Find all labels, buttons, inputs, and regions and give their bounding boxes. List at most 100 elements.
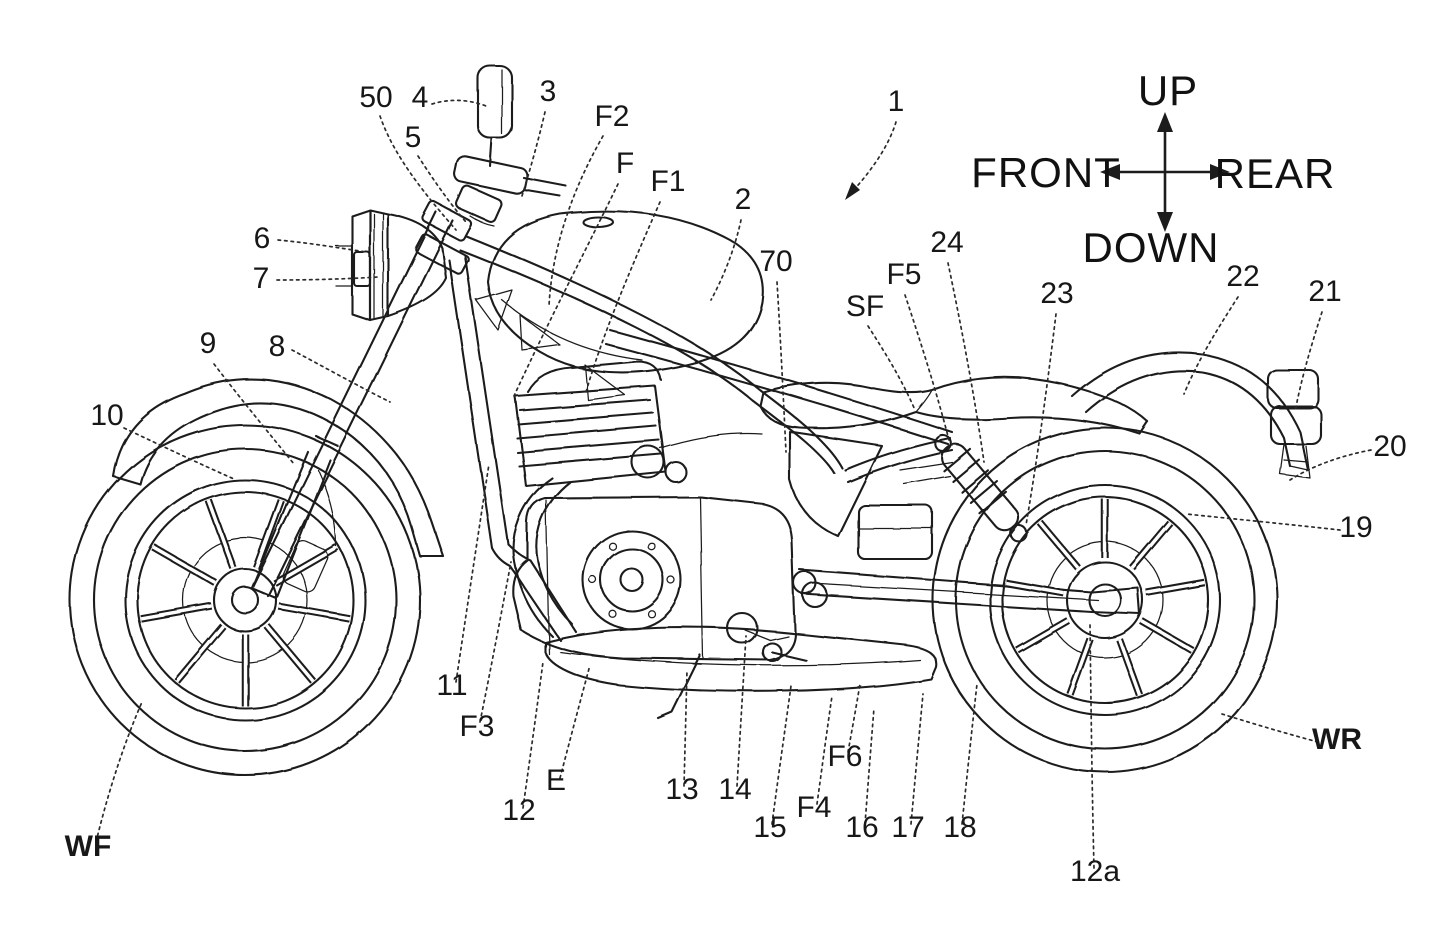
leader-23 bbox=[1025, 313, 1057, 526]
leader-15 bbox=[771, 685, 792, 825]
leader-5 bbox=[417, 155, 467, 223]
compass-up-arrow bbox=[1157, 112, 1173, 132]
leader-F5 bbox=[904, 294, 950, 441]
leader-F1 bbox=[585, 201, 661, 393]
ref-label-2: 2 bbox=[735, 183, 752, 216]
leader-10 bbox=[123, 427, 235, 480]
ref-label-23: 23 bbox=[1040, 277, 1073, 310]
leader-18 bbox=[961, 683, 978, 825]
rear-fender bbox=[1070, 351, 1310, 472]
leader-22 bbox=[1183, 296, 1239, 395]
leader-F4 bbox=[816, 695, 833, 805]
compass-label-up: UP bbox=[1138, 67, 1198, 114]
leader-50 bbox=[379, 115, 457, 231]
leader-8 bbox=[291, 349, 391, 403]
leader-13 bbox=[683, 669, 688, 787]
ref-label-22: 22 bbox=[1226, 260, 1259, 293]
ref-label-18: 18 bbox=[943, 811, 976, 844]
ref-label-16: 16 bbox=[845, 811, 878, 844]
engine bbox=[511, 360, 797, 662]
leader-4 bbox=[431, 99, 487, 107]
direction-compass: UP FRONT REAR DOWN bbox=[971, 67, 1336, 271]
ref-label-F4: F4 bbox=[796, 791, 831, 824]
reference-labels: 50 4 5 3 F2 F F1 2 1 70 SF F5 24 23 22 2… bbox=[65, 75, 1407, 888]
ref-label-12: 12 bbox=[502, 794, 535, 827]
mirror-and-handlebar bbox=[453, 64, 568, 227]
leader-1 bbox=[851, 121, 897, 193]
front-wheel bbox=[68, 423, 422, 777]
footpeg-and-stand bbox=[656, 629, 808, 720]
front-fork bbox=[250, 200, 473, 600]
compass-label-down: DOWN bbox=[1083, 224, 1220, 271]
ref-label-21: 21 bbox=[1308, 275, 1341, 308]
side-cover bbox=[788, 430, 934, 561]
leader-lines bbox=[95, 99, 1372, 869]
leader-F6 bbox=[847, 683, 861, 753]
ref-label-15: 15 bbox=[753, 811, 786, 844]
ref-label-F: F bbox=[616, 147, 634, 180]
ref-label-3: 3 bbox=[540, 75, 557, 108]
ref-label-E: E bbox=[546, 764, 566, 797]
leader-20 bbox=[1289, 449, 1372, 481]
ref-label-11: 11 bbox=[436, 669, 467, 702]
leader-WF bbox=[95, 701, 143, 843]
frame bbox=[447, 234, 954, 642]
leader-3 bbox=[521, 111, 546, 197]
ref-label-F2: F2 bbox=[594, 100, 629, 133]
leader-6 bbox=[277, 239, 367, 253]
rear-wheel bbox=[931, 426, 1279, 774]
compass-front-arrow bbox=[1100, 164, 1120, 180]
leader-11 bbox=[455, 463, 490, 683]
ref-label-9: 9 bbox=[200, 327, 217, 360]
front-fender bbox=[111, 378, 445, 558]
leader-7 bbox=[276, 276, 379, 281]
leader-19 bbox=[1185, 513, 1341, 531]
ref-label-F1: F1 bbox=[650, 165, 685, 198]
ref-label-10: 10 bbox=[90, 399, 123, 432]
leader-14 bbox=[736, 635, 747, 787]
leader-F bbox=[513, 183, 619, 397]
ref-label-13: 13 bbox=[665, 773, 698, 806]
leader-16 bbox=[864, 707, 875, 825]
ref-label-24: 24 bbox=[930, 226, 963, 259]
leader-70 bbox=[776, 281, 787, 453]
compass-down-arrow bbox=[1157, 212, 1173, 232]
seat bbox=[758, 376, 1150, 436]
ref-label-WF: WF bbox=[65, 830, 112, 863]
compass-label-rear: REAR bbox=[1215, 150, 1336, 197]
ref-label-F3: F3 bbox=[459, 710, 494, 743]
motorcycle-line-art bbox=[68, 64, 1323, 777]
ref-label-F5: F5 bbox=[886, 258, 921, 291]
ref-label-17: 17 bbox=[891, 811, 924, 844]
leader-21 bbox=[1294, 311, 1323, 413]
ref-label-4: 4 bbox=[412, 81, 429, 114]
ref-label-20: 20 bbox=[1373, 430, 1406, 463]
leader-E bbox=[559, 664, 591, 779]
compass-rear-arrow bbox=[1210, 164, 1230, 180]
headlight bbox=[335, 208, 448, 322]
exhaust bbox=[512, 476, 938, 693]
leader-12 bbox=[522, 661, 544, 809]
ref-label-19: 19 bbox=[1339, 511, 1372, 544]
ref-label-5: 5 bbox=[405, 121, 422, 154]
ref-label-12a: 12a bbox=[1070, 855, 1120, 888]
leader-WR bbox=[1221, 713, 1319, 743]
leader-2 bbox=[710, 219, 742, 301]
ref-label-6: 6 bbox=[254, 222, 271, 255]
ref-label-70: 70 bbox=[759, 245, 792, 278]
leader-SF bbox=[867, 325, 916, 411]
leader-F3 bbox=[479, 561, 512, 723]
leader-17 bbox=[910, 693, 924, 825]
fuel-tank bbox=[486, 210, 764, 374]
ref-label-SF: SF bbox=[846, 290, 884, 323]
rear-shock bbox=[899, 433, 1028, 543]
ref-label-7: 7 bbox=[253, 262, 270, 295]
leader-9 bbox=[213, 363, 295, 465]
leader-12a bbox=[1089, 623, 1095, 869]
swingarm bbox=[798, 568, 1142, 616]
ref-label-1: 1 bbox=[888, 85, 905, 118]
ref-label-50: 50 bbox=[359, 81, 392, 114]
compass-label-front: FRONT bbox=[971, 149, 1121, 196]
